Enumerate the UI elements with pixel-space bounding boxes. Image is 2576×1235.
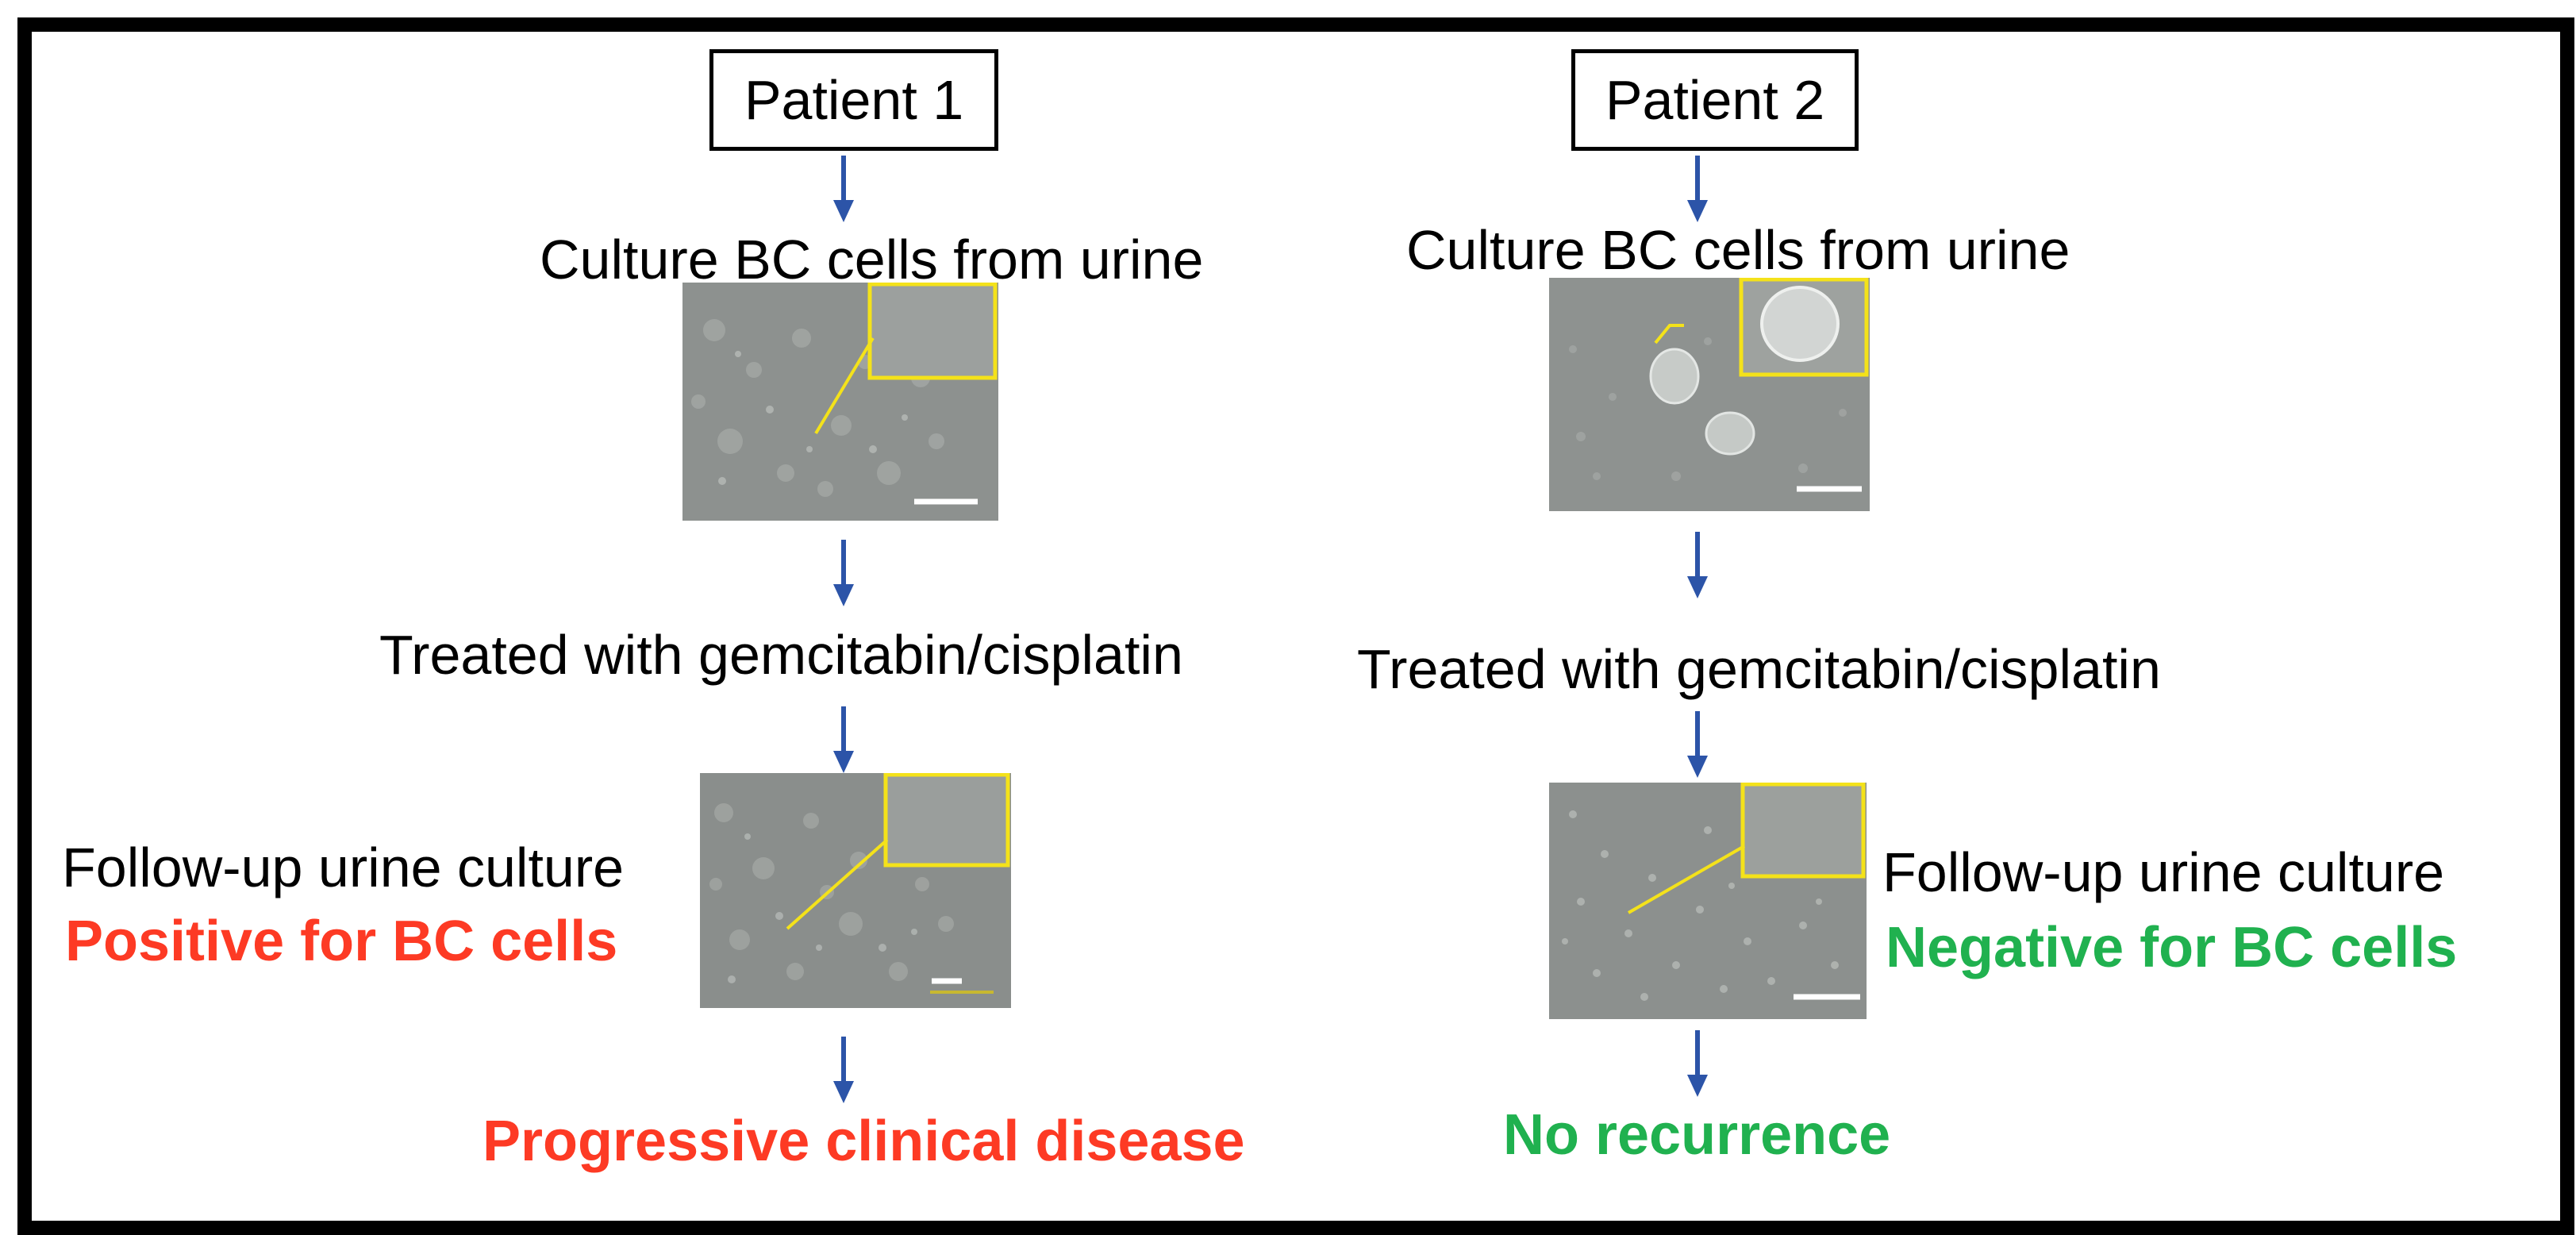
patient-1-culture-step: Culture BC cells from urine xyxy=(540,229,1204,290)
patient-1-outcome: Progressive clinical disease xyxy=(483,1110,1245,1173)
patient-2-followup-micrograph xyxy=(1549,783,1867,1019)
patient-1-followup-result: Positive for BC cells xyxy=(65,910,618,973)
down-arrow-icon xyxy=(833,1037,854,1103)
patient-1-initial-micrograph xyxy=(682,283,998,521)
figure-frame xyxy=(17,17,2574,1235)
patient-2-treatment-step: Treated with gemcitabin/cisplatin xyxy=(1357,638,2161,700)
patient-1-label-box: Patient 1 xyxy=(709,49,998,151)
down-arrow-icon xyxy=(1687,711,1708,778)
patient-2-label: Patient 2 xyxy=(1605,69,1825,131)
down-arrow-icon xyxy=(833,540,854,606)
patient-2-followup-label: Follow-up urine culture xyxy=(1882,841,2445,903)
down-arrow-icon xyxy=(1687,156,1708,222)
patient-2-initial-micrograph xyxy=(1549,278,1870,511)
patient-1-followup-micrograph xyxy=(700,773,1011,1008)
patient-1-treatment-step: Treated with gemcitabin/cisplatin xyxy=(379,624,1183,686)
down-arrow-icon xyxy=(833,706,854,773)
down-arrow-icon xyxy=(833,156,854,222)
patient-1-followup-label: Follow-up urine culture xyxy=(62,837,625,898)
patient-2-outcome: No recurrence xyxy=(1503,1103,1891,1167)
patient-2-label-box: Patient 2 xyxy=(1571,49,1859,151)
down-arrow-icon xyxy=(1687,532,1708,598)
patient-2-followup-result: Negative for BC cells xyxy=(1886,916,2458,979)
down-arrow-icon xyxy=(1687,1030,1708,1097)
patient-1-label: Patient 1 xyxy=(744,69,964,131)
patient-2-culture-step: Culture BC cells from urine xyxy=(1406,219,2070,281)
